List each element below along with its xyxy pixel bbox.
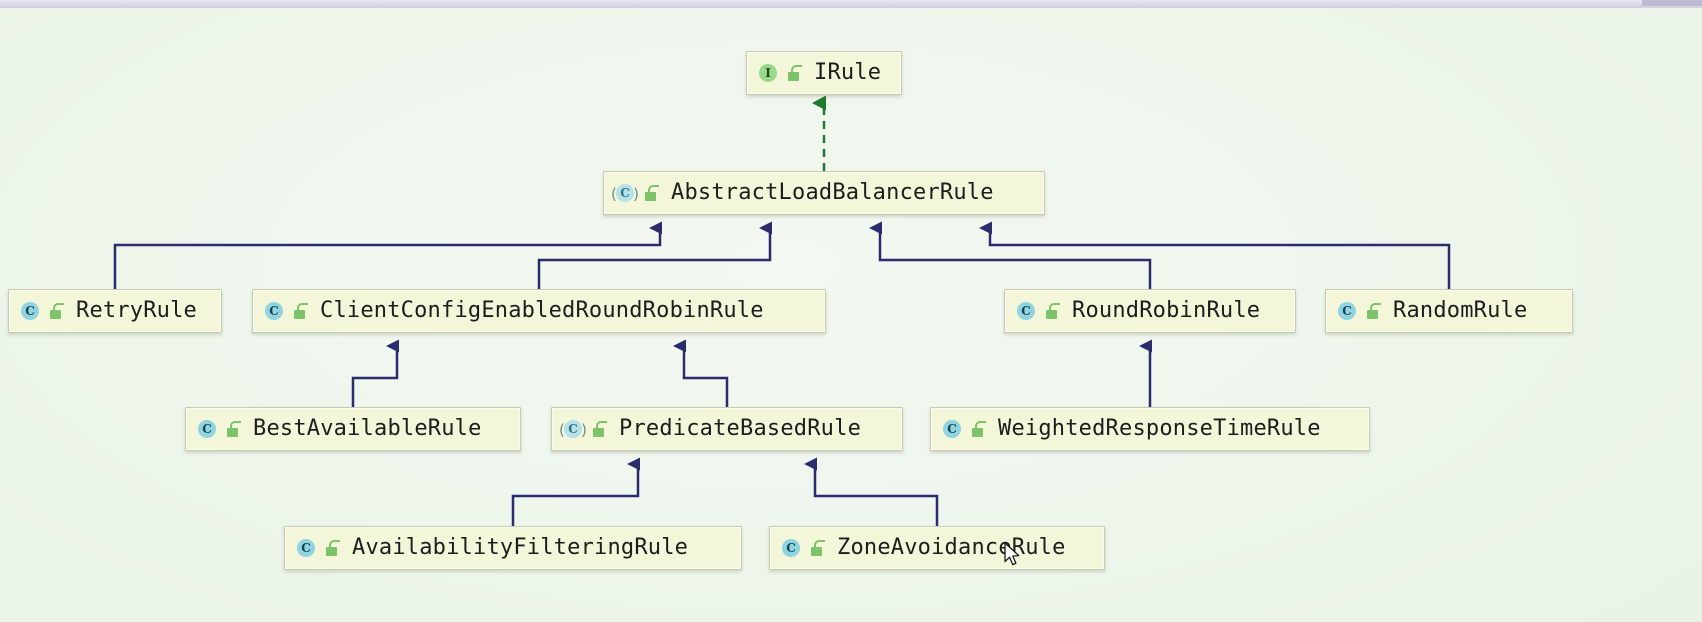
- class-node-predicate-based-rule[interactable]: C PredicateBasedRule: [551, 407, 903, 451]
- window-top-strip: [0, 0, 1702, 8]
- unlocked-padlock-icon: [970, 420, 986, 438]
- abstract-class-icon: C: [611, 182, 639, 204]
- unlocked-padlock-icon: [1044, 302, 1060, 320]
- edge-availability-filtering-rule-to-predicate-based-rule: [511, 457, 640, 526]
- class-node-label: AvailabilityFilteringRule: [352, 535, 689, 560]
- class-node-label: ZoneAvoidanceRule: [837, 535, 1066, 560]
- class-icon: C: [780, 537, 802, 559]
- class-node-label: PredicateBasedRule: [619, 416, 862, 441]
- class-icon: C: [1015, 300, 1037, 322]
- class-node-label: RetryRule: [76, 298, 198, 323]
- class-node-availability-filtering-rule[interactable]: C AvailabilityFilteringRule: [284, 526, 742, 570]
- unlocked-padlock-icon: [643, 184, 659, 202]
- edge-client-config-enabled-round-robin-rule-to-abstract-load-balancer-rule: [537, 221, 772, 289]
- unlocked-padlock-icon: [292, 302, 308, 320]
- class-icon: C: [263, 300, 285, 322]
- class-node-label: BestAvailableRule: [253, 416, 482, 441]
- unlocked-padlock-icon: [1365, 302, 1381, 320]
- class-node-label: AbstractLoadBalancerRule: [671, 180, 994, 205]
- window-top-strip-highlight: [1642, 0, 1702, 6]
- unlocked-padlock-icon: [591, 420, 607, 438]
- unlocked-padlock-icon: [809, 539, 825, 557]
- class-node-label: RoundRobinRule: [1072, 298, 1261, 323]
- class-icon: C: [1336, 300, 1358, 322]
- class-node-irule[interactable]: I IRule: [746, 51, 902, 95]
- class-node-round-robin-rule[interactable]: C RoundRobinRule: [1004, 289, 1296, 333]
- unlocked-padlock-icon: [324, 539, 340, 557]
- edge-retry-rule-to-abstract-load-balancer-rule: [113, 221, 662, 289]
- class-node-retry-rule[interactable]: C RetryRule: [8, 289, 222, 333]
- class-node-label: IRule: [814, 60, 882, 85]
- class-icon: C: [941, 418, 963, 440]
- edge-round-robin-rule-to-abstract-load-balancer-rule: [869, 221, 1152, 289]
- class-node-best-available-rule[interactable]: C BestAvailableRule: [185, 407, 521, 451]
- class-node-label: WeightedResponseTimeRule: [998, 416, 1321, 441]
- edge-best-available-rule-to-client-config-enabled-round-robin-rule: [351, 339, 399, 407]
- class-node-label: ClientConfigEnabledRoundRobinRule: [320, 298, 764, 323]
- unlocked-padlock-icon: [48, 302, 64, 320]
- unlocked-padlock-icon: [225, 420, 241, 438]
- abstract-class-icon: C: [559, 418, 587, 440]
- diagram-canvas[interactable]: I IRule C AbstractLoadBalancerRule C Ret: [0, 8, 1702, 622]
- class-node-abstract-load-balancer-rule[interactable]: C AbstractLoadBalancerRule: [603, 171, 1045, 215]
- class-icon: C: [19, 300, 41, 322]
- class-icon: C: [295, 537, 317, 559]
- edge-random-rule-to-abstract-load-balancer-rule: [979, 221, 1451, 289]
- class-node-random-rule[interactable]: C RandomRule: [1325, 289, 1573, 333]
- unlocked-padlock-icon: [786, 64, 802, 82]
- edge-predicate-based-rule-to-client-config-enabled-round-robin-rule: [673, 339, 729, 407]
- class-node-zone-avoidance-rule[interactable]: C ZoneAvoidanceRule: [769, 526, 1105, 570]
- class-node-client-config-enabled-round-robin-rule[interactable]: C ClientConfigEnabledRoundRobinRule: [252, 289, 826, 333]
- class-node-label: RandomRule: [1393, 298, 1528, 323]
- class-node-weighted-response-time-rule[interactable]: C WeightedResponseTimeRule: [930, 407, 1370, 451]
- edge-zone-avoidance-rule-to-predicate-based-rule: [804, 457, 939, 526]
- class-icon: C: [196, 418, 218, 440]
- interface-icon: I: [757, 62, 779, 84]
